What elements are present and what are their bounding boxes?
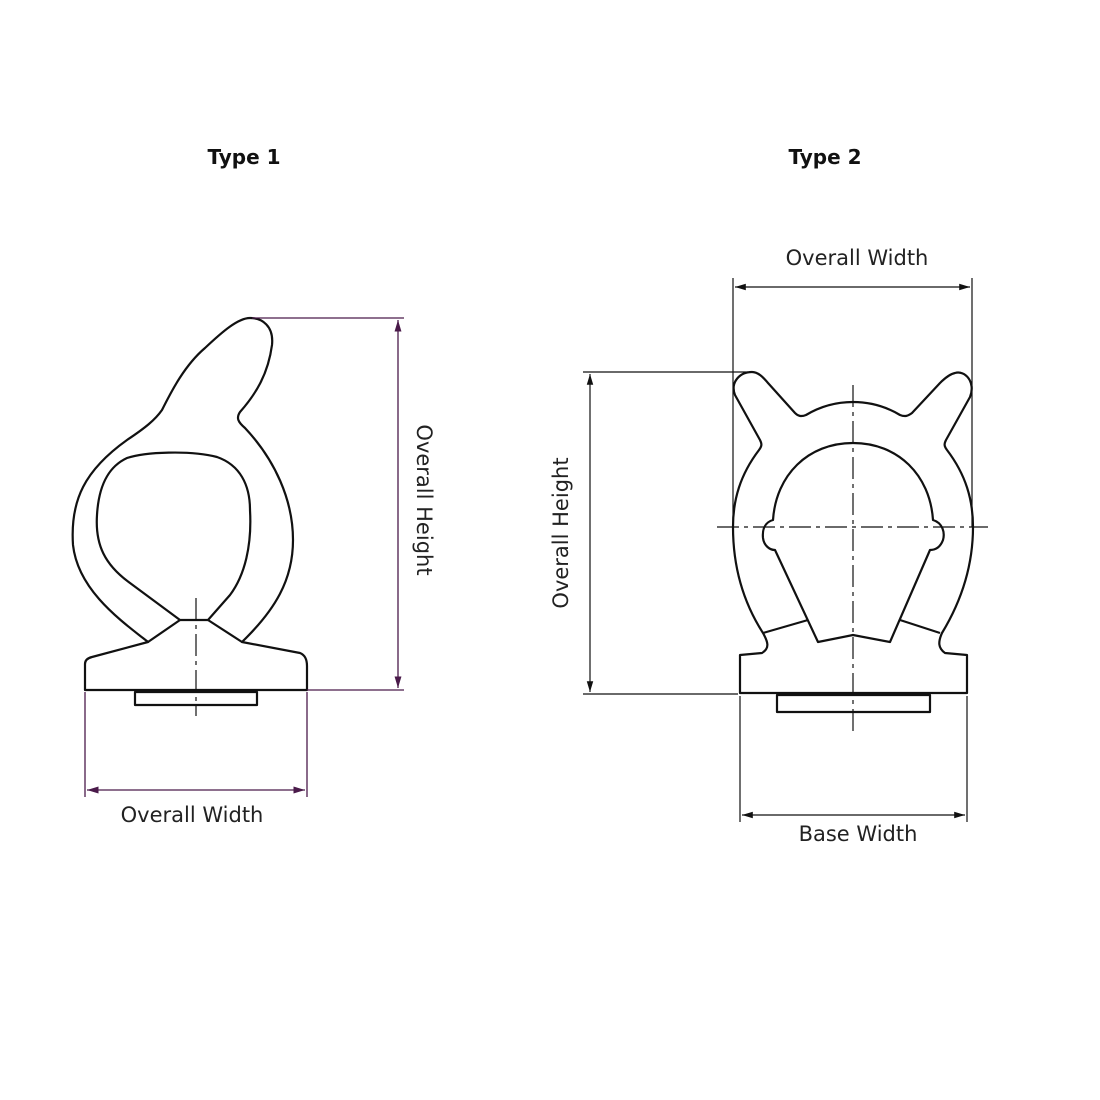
type1-title: Type 1 bbox=[207, 145, 280, 169]
type1-drawing: Type 1 Overall Height Overall Width bbox=[71, 145, 436, 827]
type2-outer-contour bbox=[731, 370, 975, 695]
type2-width-label: Overall Width bbox=[786, 246, 929, 270]
type1-width-label: Overall Width bbox=[121, 803, 264, 827]
type2-height-label: Overall Height bbox=[549, 457, 573, 608]
type1-outer-contour bbox=[71, 316, 309, 692]
type1-inner-contour bbox=[95, 451, 252, 622]
type2-title: Type 2 bbox=[788, 145, 861, 169]
type1-neck bbox=[147, 619, 243, 643]
type2-base-width-label: Base Width bbox=[799, 822, 918, 846]
type2-drawing: Type 2 Overall Width Overall Height Base… bbox=[549, 145, 988, 846]
type1-height-label: Overall Height bbox=[412, 424, 436, 575]
type2-inner-contour bbox=[761, 441, 945, 644]
type2-ribs bbox=[762, 618, 941, 635]
